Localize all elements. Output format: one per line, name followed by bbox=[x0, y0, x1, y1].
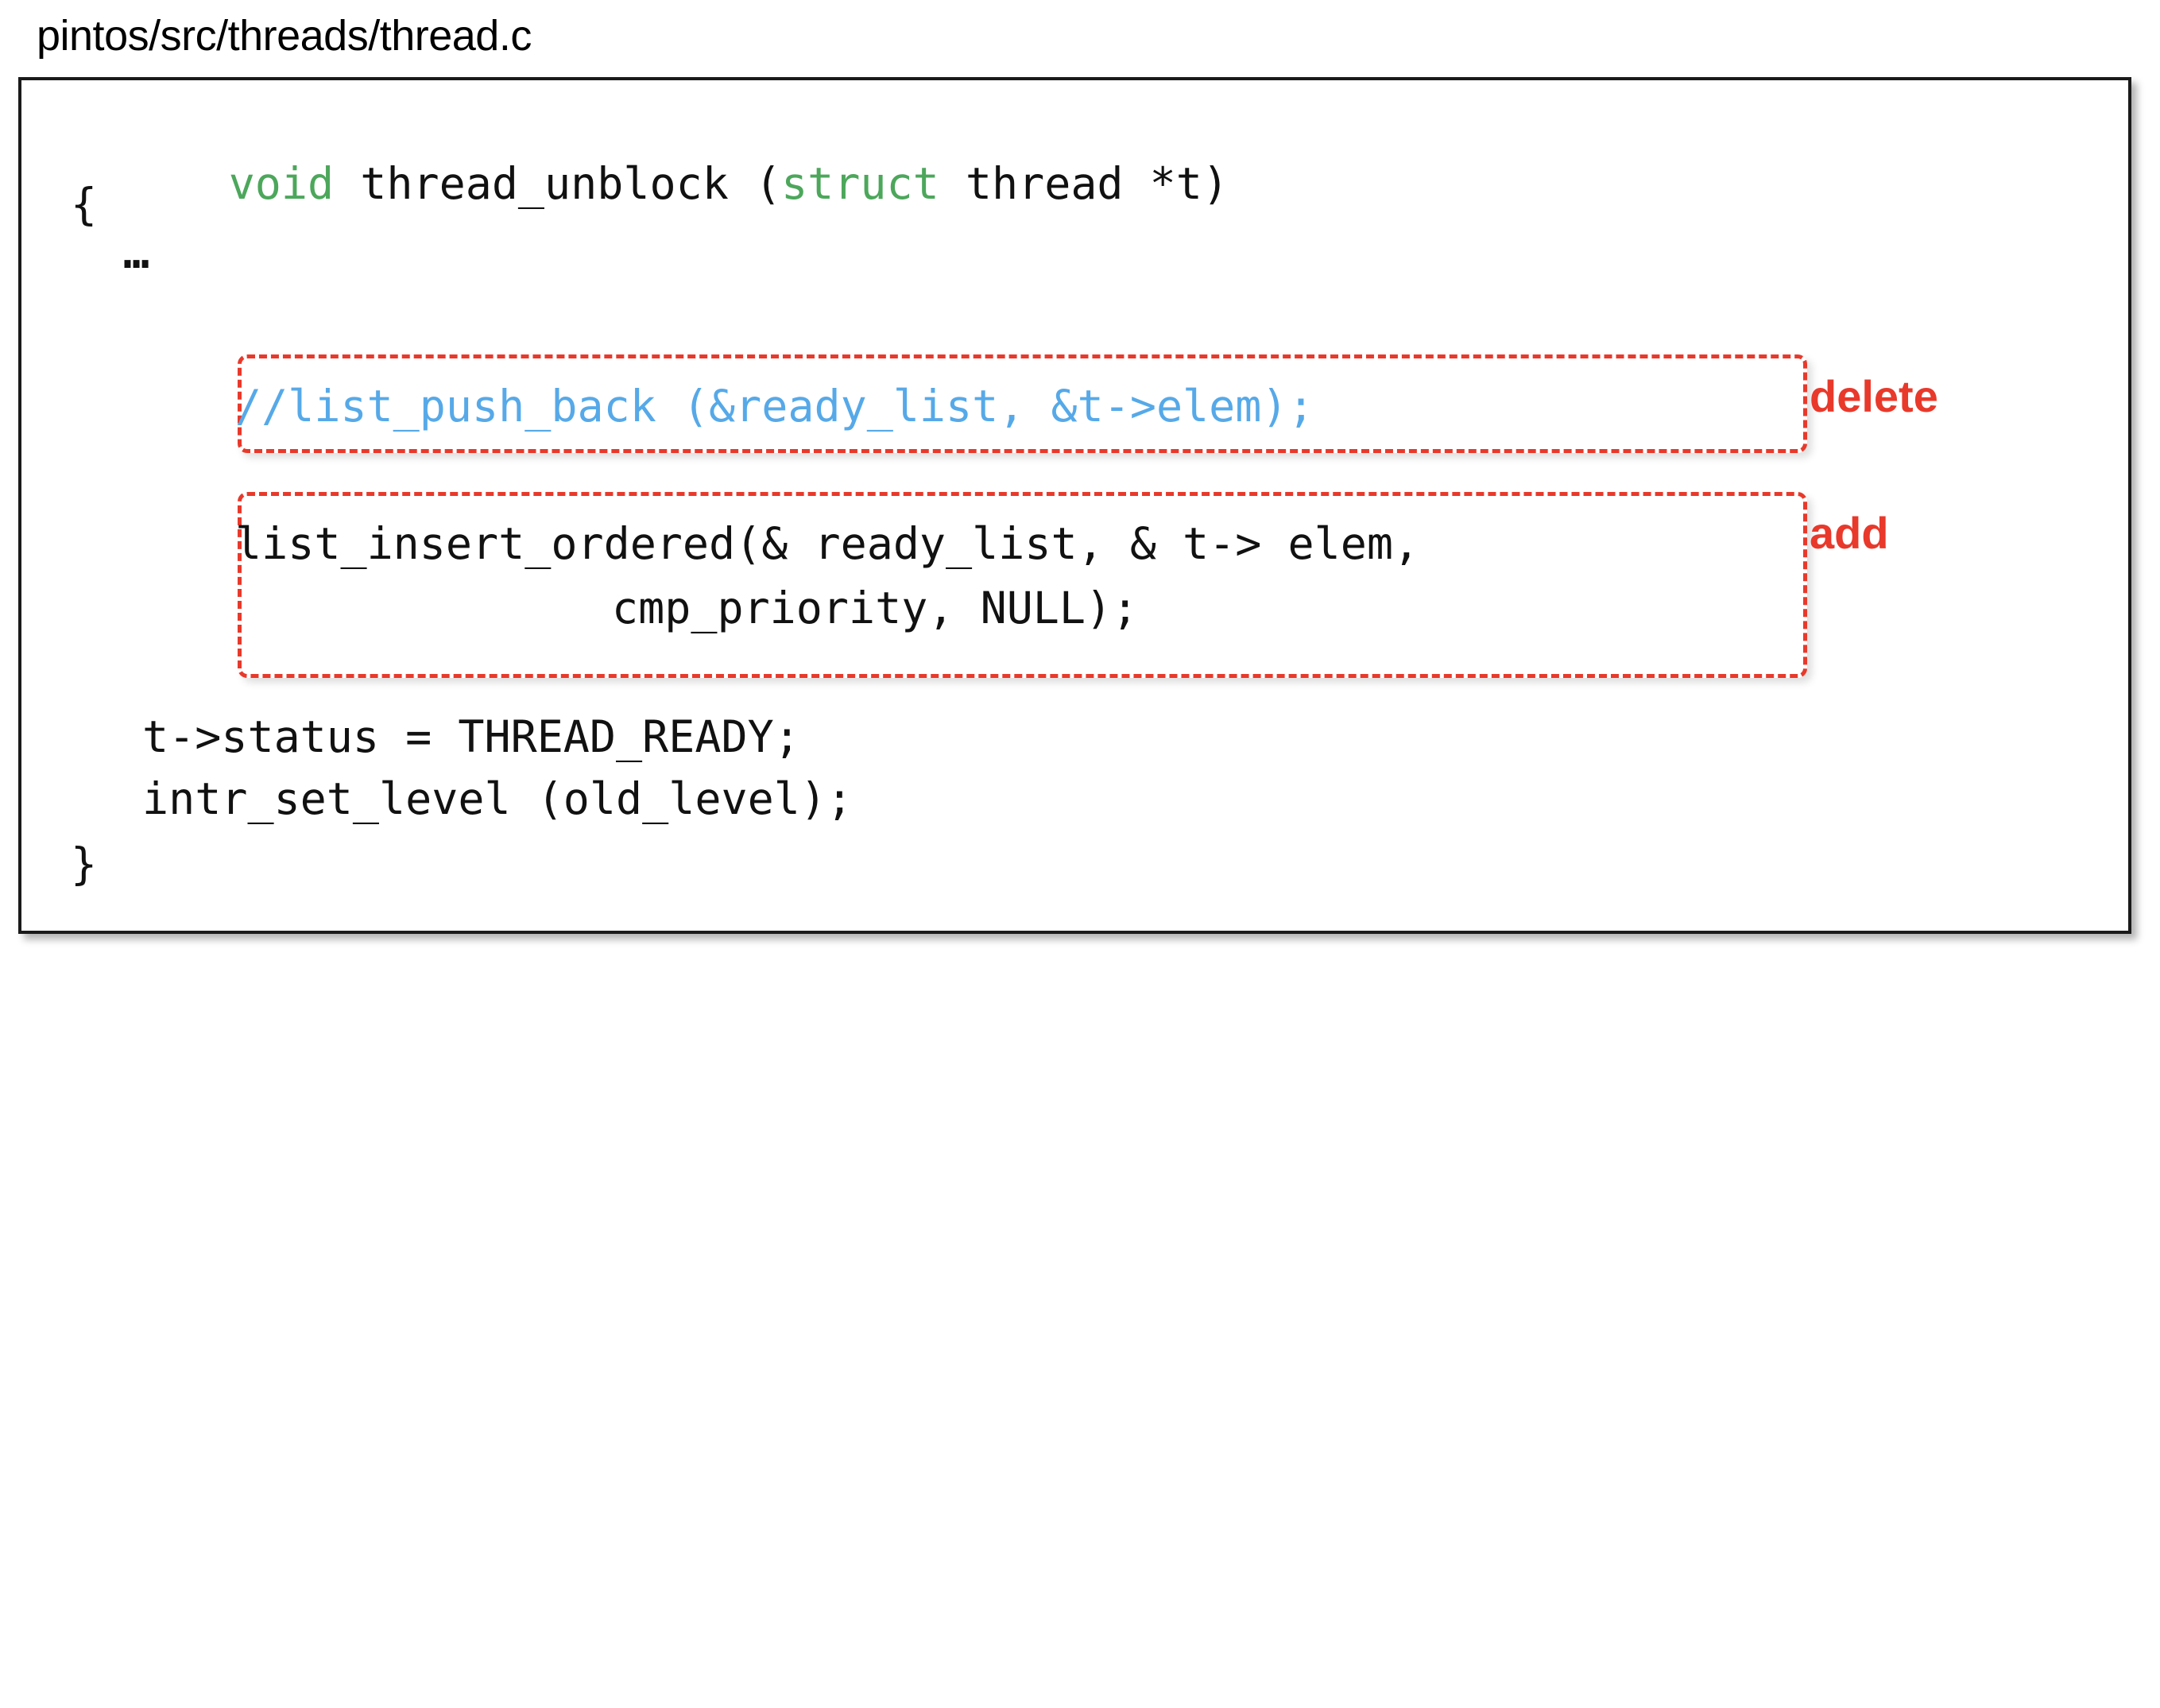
annotation-label-add: add bbox=[1810, 508, 1889, 558]
annotation-label-delete: delete bbox=[1810, 371, 1938, 421]
code-listing: void thread_unblock (struct thread *t) {… bbox=[21, 80, 2128, 931]
code-line-function-signature: void thread_unblock (struct thread *t) bbox=[71, 110, 1229, 258]
code-line-insert-ordered-part2: cmp_priority, NULL); bbox=[612, 583, 1139, 633]
keyword-struct: struct bbox=[781, 158, 939, 209]
annotation-box-add: list_insert_ordered(& ready_list, & t-> … bbox=[235, 492, 1807, 678]
keyword-void: void bbox=[228, 158, 335, 209]
annotation-box-delete: //list_push_back (&ready_list, &t->elem)… bbox=[235, 354, 1807, 453]
code-line-status-assignment: t->status = THREAD_READY; bbox=[142, 711, 800, 762]
code-line-open-brace: { bbox=[71, 179, 98, 230]
code-line-close-brace: } bbox=[71, 839, 98, 889]
signature-tail-text: thread *t) bbox=[939, 158, 1229, 209]
code-listing-frame: void thread_unblock (struct thread *t) {… bbox=[18, 77, 2131, 934]
code-line-insert-ordered-part1: list_insert_ordered(& ready_list, & t-> … bbox=[235, 518, 1420, 569]
code-line-ellipsis: … bbox=[123, 227, 153, 278]
file-path-caption: pintos/src/threads/thread.c bbox=[37, 12, 532, 60]
code-line-commented-push-back: //list_push_back (&ready_list, &t->elem)… bbox=[235, 381, 1314, 432]
signature-middle-text: thread_unblock ( bbox=[334, 158, 782, 209]
code-line-intr-set-level: intr_set_level (old_level); bbox=[142, 773, 854, 824]
